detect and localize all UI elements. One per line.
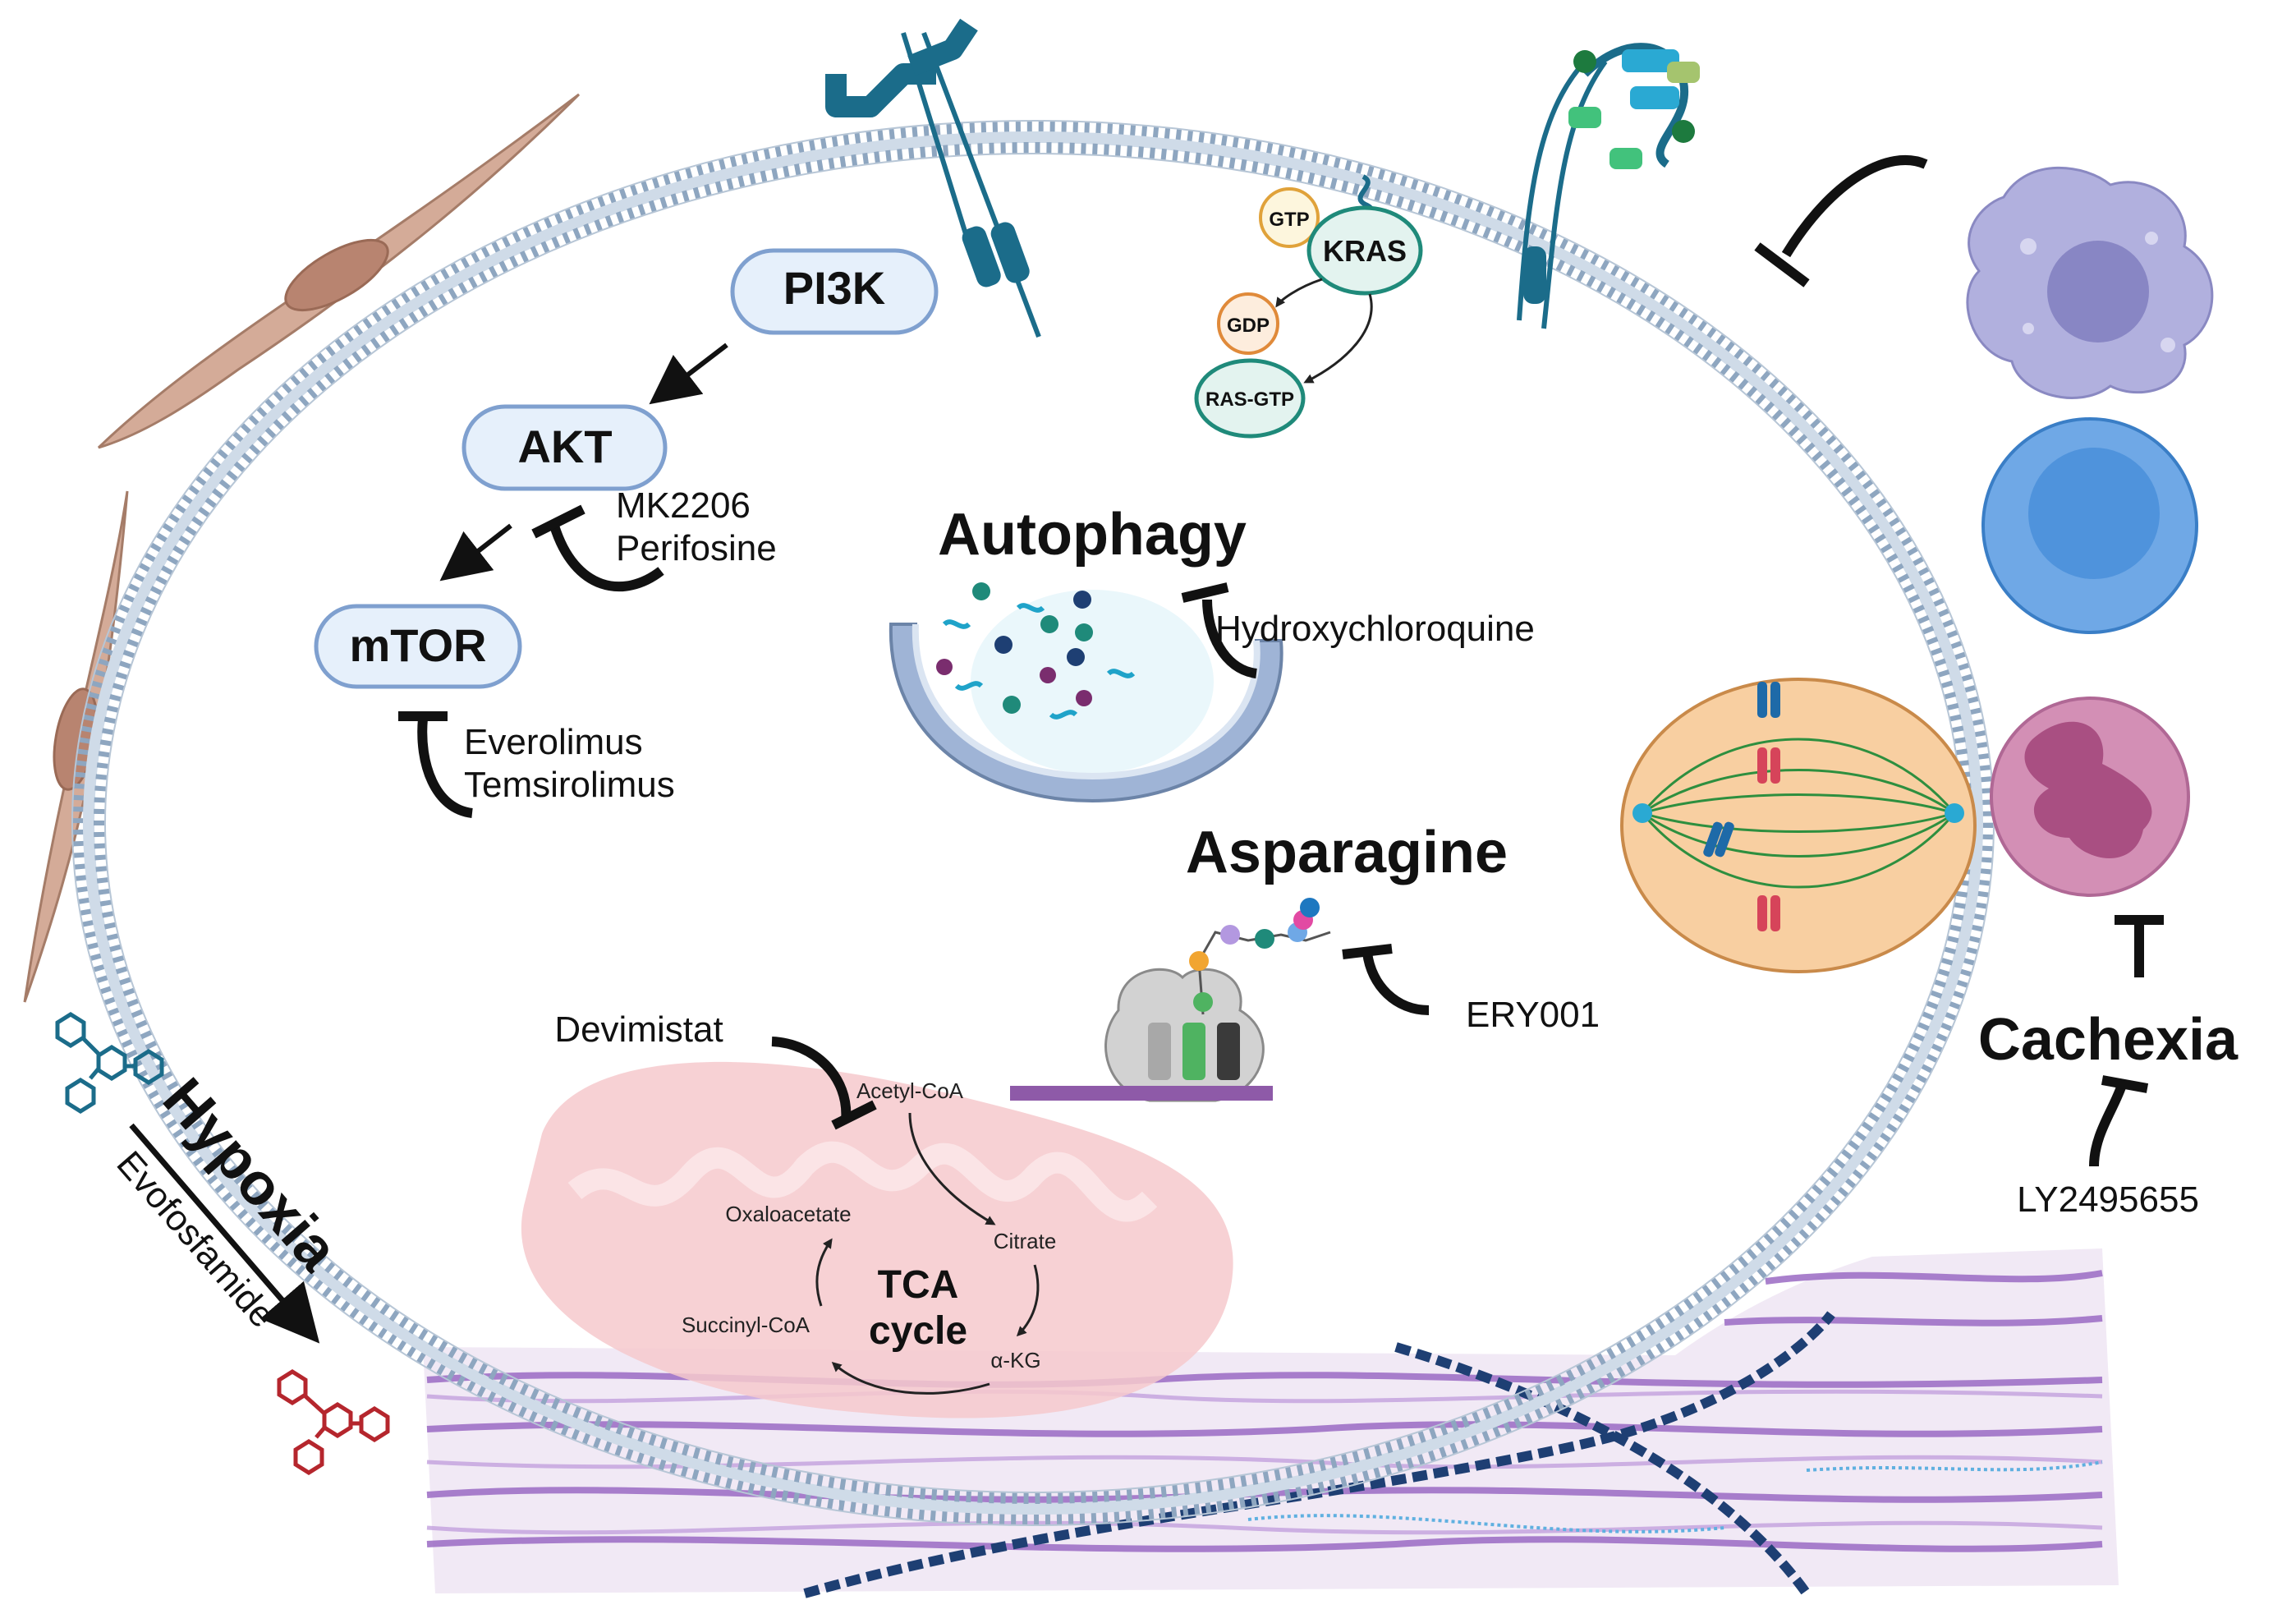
akt-inhibitor-2: Perifosine: [616, 528, 777, 568]
akg-label: α-KG: [990, 1348, 1040, 1372]
hypoxia-section: Hypoxia Evofosfamide: [55, 1012, 390, 1475]
akt-label: AKT: [517, 421, 612, 472]
succinyl-coa-label: Succinyl-CoA: [682, 1313, 810, 1337]
receptor-tyrosine-kinase: [825, 18, 1041, 338]
mtor-inhibition: Everolimus Temsirolimus: [398, 711, 675, 818]
acetyl-coa-label: Acetyl-CoA: [856, 1078, 964, 1103]
lymphocyte-cell: [1981, 417, 2198, 634]
tca-title-1: TCA: [878, 1263, 959, 1307]
macrophage-cell: [1966, 166, 2214, 399]
tca-title-2: cycle: [869, 1309, 967, 1353]
akt-inhibitor-1: MK2206: [616, 485, 751, 526]
akt-node: AKT: [461, 404, 668, 491]
asparagine-section: Asparagine ERY001: [1010, 820, 1600, 1102]
tca-cycle: TCA cycle Acetyl-CoA Citrate α-KG Succin…: [554, 1009, 1057, 1395]
asparagine-title: Asparagine: [1186, 820, 1508, 885]
oxaloacetate-label: Oxaloacetate: [725, 1202, 851, 1226]
pi3k-label: PI3K: [783, 262, 886, 314]
kras-label: KRAS: [1323, 234, 1407, 268]
gtp-label: GTP: [1269, 209, 1309, 231]
mtor-node: mTOR: [314, 604, 522, 689]
tca-inhibitor: Devimistat: [554, 1009, 723, 1050]
autophagy-section: Autophagy Hydroxychloroquine: [889, 502, 1535, 803]
asparagine-inhibitor: ERY001: [1466, 995, 1600, 1035]
autophagy-inhibitor: Hydroxychloroquine: [1215, 609, 1535, 649]
stellate-cell-top: [97, 93, 581, 449]
cachexia-inhibitor: LY2495655: [2017, 1179, 2199, 1220]
extracellular-matrix: [423, 1248, 2119, 1598]
akt-mtor-arrow: [439, 523, 512, 582]
kras-cycle: GTP KRAS GDP RAS-GTP: [1194, 187, 1423, 439]
mtor-inhibitor-1: Everolimus: [464, 722, 643, 762]
mtor-inhibitor-2: Temsirolimus: [464, 765, 675, 805]
neutrophil-cell: [1990, 697, 2190, 897]
akt-inhibition: MK2206 Perifosine: [531, 485, 777, 592]
citrate-label: Citrate: [994, 1229, 1057, 1253]
macrophage-inhibition: [1781, 155, 1928, 258]
cachexia-title: Cachexia: [1978, 1007, 2239, 1073]
autophagy-title: Autophagy: [938, 502, 1247, 568]
membrane-receptor: [1517, 43, 1700, 329]
gdp-label: GDP: [1227, 315, 1270, 337]
mitotic-cell: [1620, 678, 1977, 973]
mtor-label: mTOR: [350, 619, 487, 671]
cachexia-section: Cachexia LY2495655: [1978, 915, 2239, 1220]
mitochondrion: [521, 1061, 1233, 1418]
pi3k-node: PI3K: [730, 248, 939, 335]
pi3k-akt-arrow: [649, 343, 728, 405]
ras-gtp-label: RAS-GTP: [1205, 389, 1294, 411]
